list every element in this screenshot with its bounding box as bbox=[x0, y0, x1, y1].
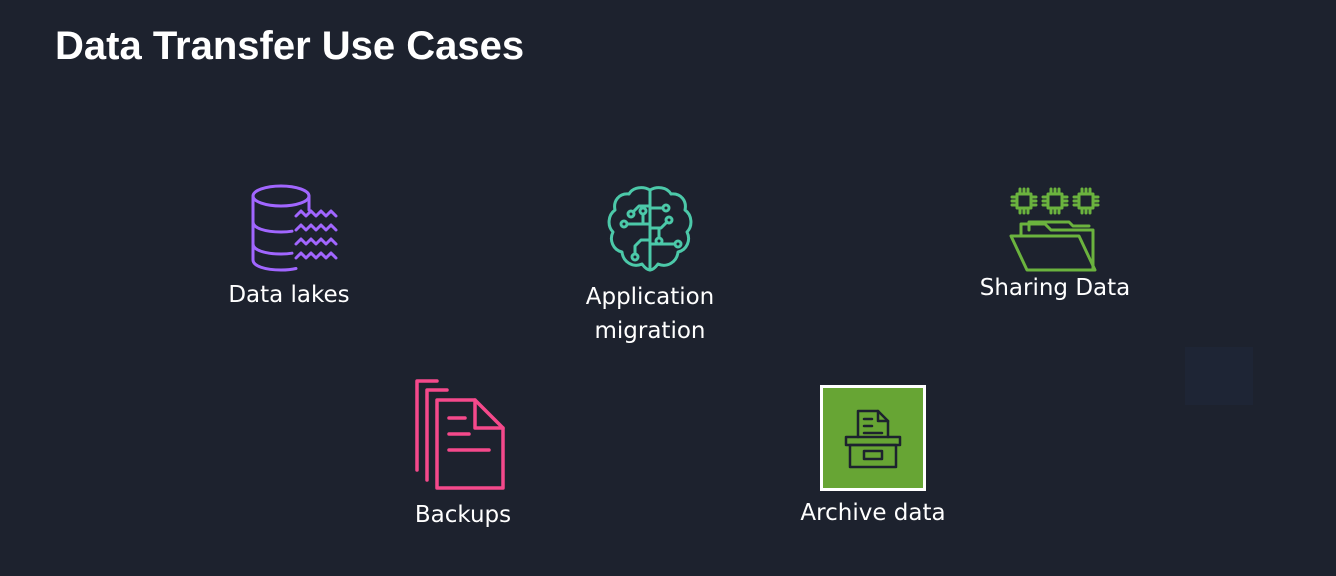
archive-box-icon bbox=[844, 409, 902, 469]
stacked-documents-icon bbox=[415, 379, 505, 490]
use-case-label-line: Backups bbox=[414, 502, 512, 528]
use-case-label-line: Application bbox=[585, 284, 715, 310]
use-case-label-line: Archive data bbox=[800, 500, 946, 526]
archive-icon-tile bbox=[820, 385, 926, 491]
use-case-label: Sharing Data bbox=[955, 271, 1155, 305]
use-case-label: Archive data bbox=[773, 496, 973, 530]
chip-icon bbox=[1072, 187, 1100, 215]
use-case-application-migration: Application migration bbox=[550, 184, 750, 348]
decorative-square bbox=[1185, 347, 1253, 405]
use-case-label: Backups bbox=[363, 498, 563, 532]
use-case-label-line: migration bbox=[594, 318, 706, 344]
use-case-backups: Backups bbox=[363, 378, 563, 532]
slide-title: Data Transfer Use Cases bbox=[55, 24, 525, 68]
use-case-label: Data lakes bbox=[189, 278, 389, 312]
use-case-archive-data: Archive data bbox=[773, 385, 973, 530]
use-case-sharing-data: Sharing Data bbox=[955, 186, 1155, 305]
database-waves-icon bbox=[251, 184, 338, 272]
use-case-label-line: Sharing Data bbox=[979, 275, 1131, 301]
folder-chips-icon bbox=[1009, 187, 1100, 272]
chip-icon bbox=[1010, 187, 1038, 215]
use-case-label: Application migration bbox=[550, 280, 750, 348]
brain-circuit-icon bbox=[607, 186, 693, 272]
use-case-label-line: Data lakes bbox=[228, 282, 350, 308]
use-case-data-lakes: Data lakes bbox=[189, 182, 389, 312]
chip-icon bbox=[1041, 187, 1069, 215]
